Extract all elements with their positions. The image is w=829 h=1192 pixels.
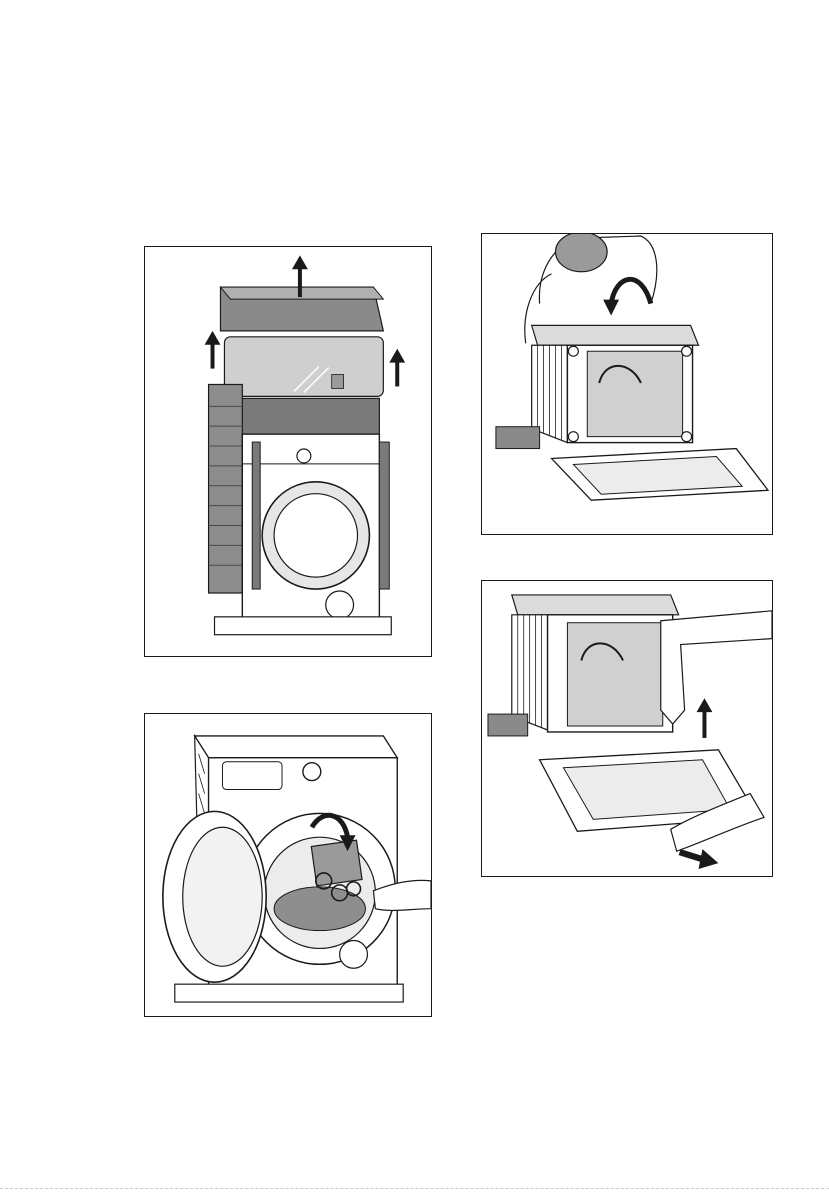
machine-top — [532, 325, 699, 345]
corner-post — [379, 442, 389, 589]
door-glass-icon — [274, 494, 357, 577]
side-protector — [209, 384, 243, 593]
page-bottom-rule — [0, 1188, 829, 1189]
base-pallet — [215, 617, 392, 635]
remove-packaging-drawing — [145, 247, 431, 656]
machine-top — [195, 736, 398, 758]
tilt-machine-drawing — [482, 234, 772, 534]
machine-top — [512, 595, 679, 615]
drum-housing — [587, 351, 682, 436]
person-head — [555, 234, 607, 272]
filter-cover-icon — [326, 591, 354, 619]
arrow-down-right-icon — [679, 849, 719, 869]
pallet-inner — [563, 760, 730, 820]
packaging-band — [240, 398, 379, 434]
corner-post — [252, 442, 260, 589]
illustration-remove-packaging — [144, 246, 432, 657]
accessory-bag — [311, 840, 362, 886]
packing-block — [496, 427, 540, 449]
program-knob-icon — [297, 449, 311, 463]
hand-upper — [661, 611, 772, 724]
packing-block — [488, 714, 528, 736]
remove-pallet-drawing — [482, 581, 772, 876]
illustration-remove-bag — [144, 713, 432, 1017]
program-knob-icon — [303, 763, 321, 781]
label-sticker — [332, 375, 344, 389]
detergent-drawer — [222, 762, 282, 790]
arrow-up-icon — [697, 698, 713, 738]
remove-bag-drawing — [145, 714, 431, 1016]
drum-housing — [567, 623, 662, 726]
door-glass — [183, 827, 262, 966]
illustration-remove-pallet — [481, 580, 773, 877]
filter-cover-icon — [340, 940, 368, 968]
drum-bottom — [274, 887, 365, 931]
curved-arrow-head — [603, 300, 619, 316]
plastic-cover — [224, 337, 383, 397]
base-pallet — [175, 984, 403, 1002]
illustration-tilt-machine — [481, 233, 773, 535]
